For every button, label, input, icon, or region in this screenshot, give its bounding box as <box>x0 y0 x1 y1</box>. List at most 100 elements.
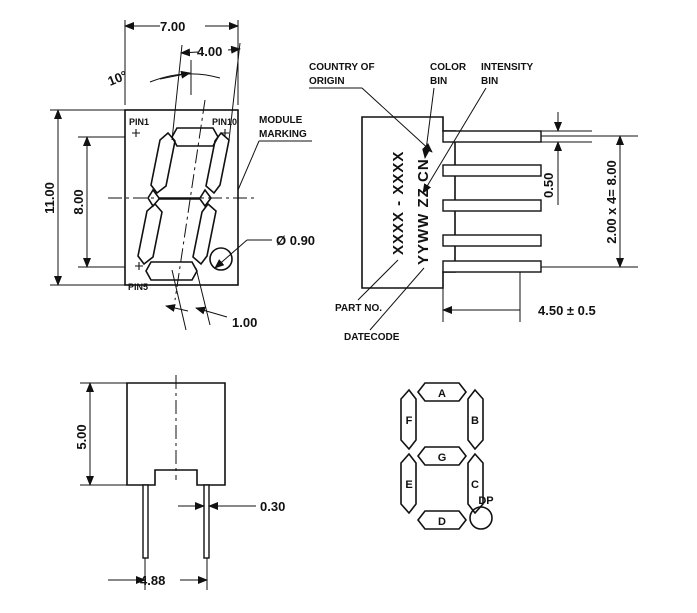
dimline-4-left <box>180 48 199 57</box>
datecode-label: DATECODE <box>344 332 400 343</box>
color-bin-label-line2: BIN <box>430 76 447 87</box>
intensity-bin-label-line2: BIN <box>481 76 498 87</box>
digit-centerline-vertical <box>174 99 206 301</box>
bottom-lead-left <box>142 484 149 559</box>
pin1-label: PIN1 <box>129 117 149 127</box>
front-segment-f <box>150 131 176 195</box>
module-marking-label-line1: MODULE <box>259 115 303 126</box>
segment-label-g: G <box>438 452 447 464</box>
dim-1-00-text: 1.00 <box>232 315 257 330</box>
dim-body-depth-text: 4.50 ± 0.5 <box>538 303 596 318</box>
segment-label-f: F <box>406 415 413 427</box>
dim-8-00-text: 8.00 <box>71 189 86 214</box>
country-origin-label-line2: ORIGIN <box>309 76 345 87</box>
dimline-1-left <box>165 304 189 312</box>
dim-11-00-text: 11.00 <box>42 182 57 214</box>
color-bin-label-line1: COLOR <box>430 62 467 73</box>
callout-intensity-bin: INTENSITY BIN <box>422 62 534 194</box>
dp-leader-diagonal <box>214 239 248 269</box>
datecode-leader <box>369 267 425 331</box>
angle-arrow-left <box>159 70 191 80</box>
color-bin-leader <box>422 87 435 159</box>
front-decimal-point <box>209 247 233 271</box>
pin10-label: PIN10 <box>212 117 237 127</box>
front-segment-d <box>145 261 198 281</box>
side-lead-5 <box>442 260 542 273</box>
dim-body-depth: 4.50 ± 0.5 <box>442 272 596 322</box>
segment-label-dp: DP <box>478 495 493 507</box>
side-lead-3 <box>442 199 542 212</box>
pin5-label: PIN5 <box>128 282 148 292</box>
side-view: XXXX - XXXX YYWW ZZ CN COUNTRY OF ORIGIN… <box>309 62 638 343</box>
ext-seg-right <box>195 267 211 326</box>
dim-lead-thickness: 0.50 <box>541 112 592 205</box>
segment-label-e: E <box>405 479 412 491</box>
segment-label-d: D <box>438 516 446 528</box>
intensity-bin-leader <box>422 87 487 194</box>
dim-4-88-text: 4.88 <box>140 573 165 588</box>
callout-country-of-origin: COUNTRY OF ORIGIN <box>309 62 433 153</box>
module-marking-label-line2: MARKING <box>259 129 307 140</box>
segment-map-dp <box>469 506 493 530</box>
callout-datecode: DATECODE <box>344 267 425 343</box>
front-segment-c <box>192 202 217 266</box>
front-segment-e <box>137 202 163 266</box>
dim-body-height: 5.00 <box>74 382 127 486</box>
pin10-cross <box>221 129 229 137</box>
segment-map-e <box>400 452 417 515</box>
segment-label-b: B <box>471 415 479 427</box>
dim-angle-text: 10° <box>106 68 130 89</box>
front-view: PIN1 PIN10 PIN5 7.00 4.00 10° <box>42 19 315 331</box>
marking-datecode: YYWW ZZ CN <box>415 158 432 265</box>
dim-5-00-text: 5.00 <box>74 424 89 449</box>
segment-map-b <box>467 388 484 451</box>
front-segment-a <box>171 127 219 147</box>
pin5-cross <box>135 262 143 270</box>
dim-dp-diameter: Ø 0.90 <box>214 233 315 269</box>
dim-7-00-text: 7.00 <box>160 19 185 34</box>
country-origin-leader <box>361 87 433 153</box>
dim-digit-width: 4.00 <box>171 42 241 141</box>
dimline-1-right <box>195 306 228 318</box>
marking-part-number: XXXX - XXXX <box>390 151 407 255</box>
pin1-cross <box>132 129 140 137</box>
side-lead-4 <box>442 234 542 247</box>
dim-0-30-text: 0.30 <box>260 499 285 514</box>
dim-4-00-text: 4.00 <box>197 44 222 59</box>
ext-right-4 <box>228 42 241 141</box>
dim-lead-span: 4.88 <box>108 558 208 590</box>
part-no-label: PART NO. <box>335 303 382 314</box>
dimline-4-right <box>227 45 241 54</box>
side-lead-2 <box>442 164 542 177</box>
angle-arc <box>149 73 221 83</box>
intensity-bin-label-line1: INTENSITY <box>481 62 534 73</box>
segment-map-d <box>416 510 468 530</box>
dim-0-50-text: 0.50 <box>541 173 556 198</box>
dim-dp-diameter-text: Ø 0.90 <box>276 233 315 248</box>
front-segment-g <box>147 188 212 208</box>
bottom-left-view: 5.00 0.30 4.88 <box>74 375 285 590</box>
dim-width-overall: 7.00 <box>124 19 239 105</box>
dim-pin-pitch: 2.00 x 4= 8.00 <box>541 135 638 268</box>
segment-map-f <box>400 388 417 451</box>
ext-left-4 <box>171 44 183 141</box>
segment-map-diagram: A F B G E C D DP <box>400 382 494 530</box>
segment-map-g <box>416 446 468 466</box>
segment-map-c <box>467 452 484 515</box>
ext-seg-left <box>171 269 187 331</box>
part-no-leader <box>357 259 399 301</box>
front-segment-b <box>205 131 230 195</box>
dim-slant-angle: 10° <box>106 60 221 95</box>
dim-segment-width: 1.00 <box>165 267 257 331</box>
dim-digit-height: 8.00 <box>71 136 125 268</box>
callout-module-marking: MODULE MARKING <box>237 115 312 191</box>
dim-pin-pitch-text: 2.00 x 4= 8.00 <box>604 160 619 244</box>
callout-part-no: PART NO. <box>335 259 399 314</box>
segment-label-c: C <box>471 479 479 491</box>
pin-crosses <box>132 129 229 270</box>
dim-lead-width: 0.30 <box>178 499 285 514</box>
side-view-body-outline <box>361 116 456 289</box>
dim-height-overall: 11.00 <box>42 109 125 286</box>
module-marking-leader <box>237 140 260 191</box>
segment-map-a <box>416 382 468 402</box>
